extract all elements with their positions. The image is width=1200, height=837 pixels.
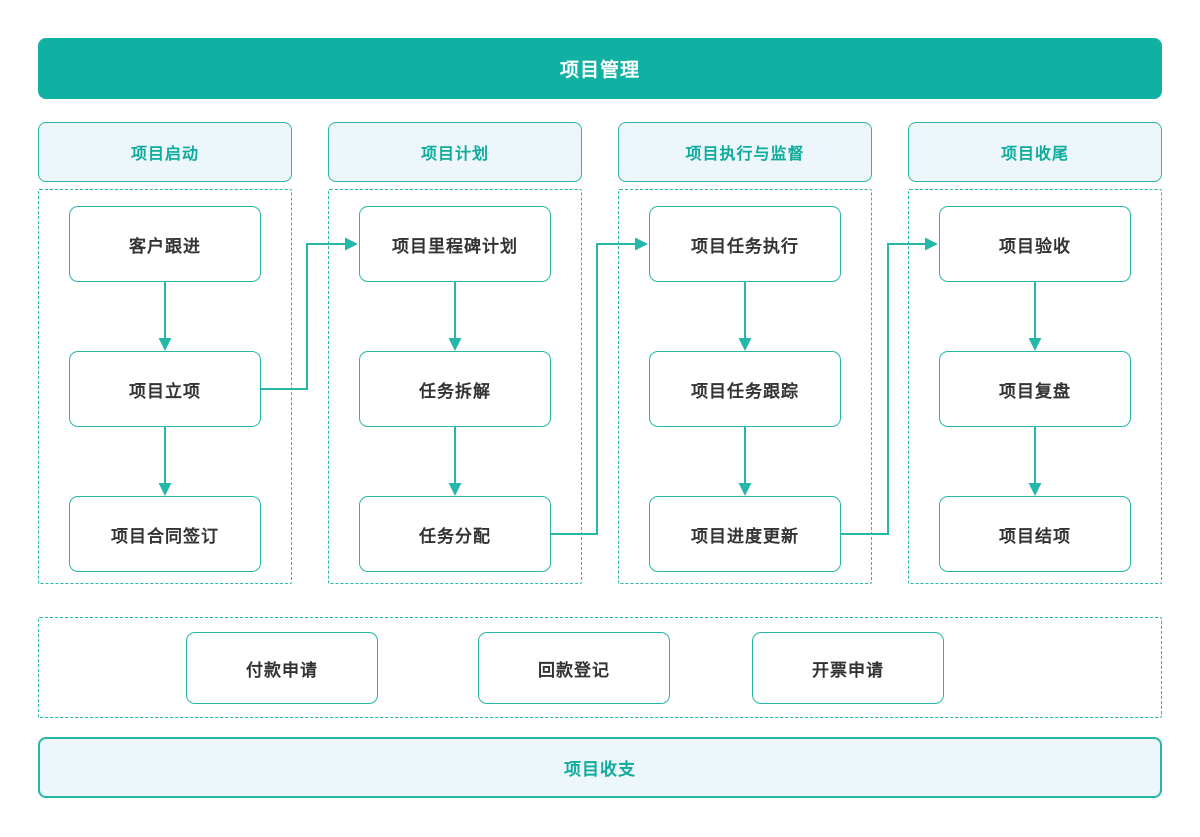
finance-group: [38, 617, 1162, 718]
finance-footer-label: 项目收支: [564, 760, 636, 779]
node-project-approval[interactable]: 项目立项: [69, 351, 261, 427]
node-project-review[interactable]: 项目复盘: [939, 351, 1131, 427]
node-task-execution[interactable]: 项目任务执行: [649, 206, 841, 282]
node-milestone-plan[interactable]: 项目里程碑计划: [359, 206, 551, 282]
stage-header-planning: 项目计划: [328, 122, 582, 182]
diagram-title-bar: 项目管理: [38, 38, 1162, 99]
node-label: 项目结项: [999, 526, 1071, 546]
node-task-breakdown[interactable]: 任务拆解: [359, 351, 551, 427]
node-label: 项目里程碑计划: [392, 236, 518, 256]
node-invoice-request[interactable]: 开票申请: [752, 632, 944, 704]
node-label: 项目复盘: [999, 381, 1071, 401]
node-contract-signing[interactable]: 项目合同签订: [69, 496, 261, 572]
node-label: 任务分配: [419, 526, 491, 546]
node-label: 项目立项: [129, 381, 201, 401]
node-label: 回款登记: [538, 660, 610, 680]
node-label: 客户跟进: [129, 236, 201, 256]
node-project-acceptance[interactable]: 项目验收: [939, 206, 1131, 282]
node-label: 付款申请: [246, 660, 318, 680]
node-label: 项目合同签订: [111, 526, 219, 546]
stage-header-label: 项目启动: [130, 146, 199, 163]
node-label: 任务拆解: [419, 381, 491, 401]
stage-header-label: 项目执行与监督: [685, 146, 805, 163]
node-label: 项目任务执行: [691, 236, 799, 256]
node-payment-request[interactable]: 付款申请: [186, 632, 378, 704]
stage-header-closing: 项目收尾: [908, 122, 1162, 182]
stage-header-initiation: 项目启动: [38, 122, 292, 182]
finance-footer-bar: 项目收支: [38, 737, 1162, 798]
node-label: 项目任务跟踪: [691, 381, 799, 401]
node-customer-follow-up[interactable]: 客户跟进: [69, 206, 261, 282]
node-progress-update[interactable]: 项目进度更新: [649, 496, 841, 572]
node-label: 开票申请: [812, 660, 884, 680]
stage-header-execution-monitoring: 项目执行与监督: [618, 122, 872, 182]
node-project-closure[interactable]: 项目结项: [939, 496, 1131, 572]
node-label: 项目验收: [999, 236, 1071, 256]
node-task-assignment[interactable]: 任务分配: [359, 496, 551, 572]
diagram-title: 项目管理: [559, 60, 640, 81]
stage-header-label: 项目计划: [420, 146, 489, 163]
stage-header-label: 项目收尾: [1000, 146, 1069, 163]
node-label: 项目进度更新: [691, 526, 799, 546]
node-payment-collection[interactable]: 回款登记: [478, 632, 670, 704]
node-task-tracking[interactable]: 项目任务跟踪: [649, 351, 841, 427]
